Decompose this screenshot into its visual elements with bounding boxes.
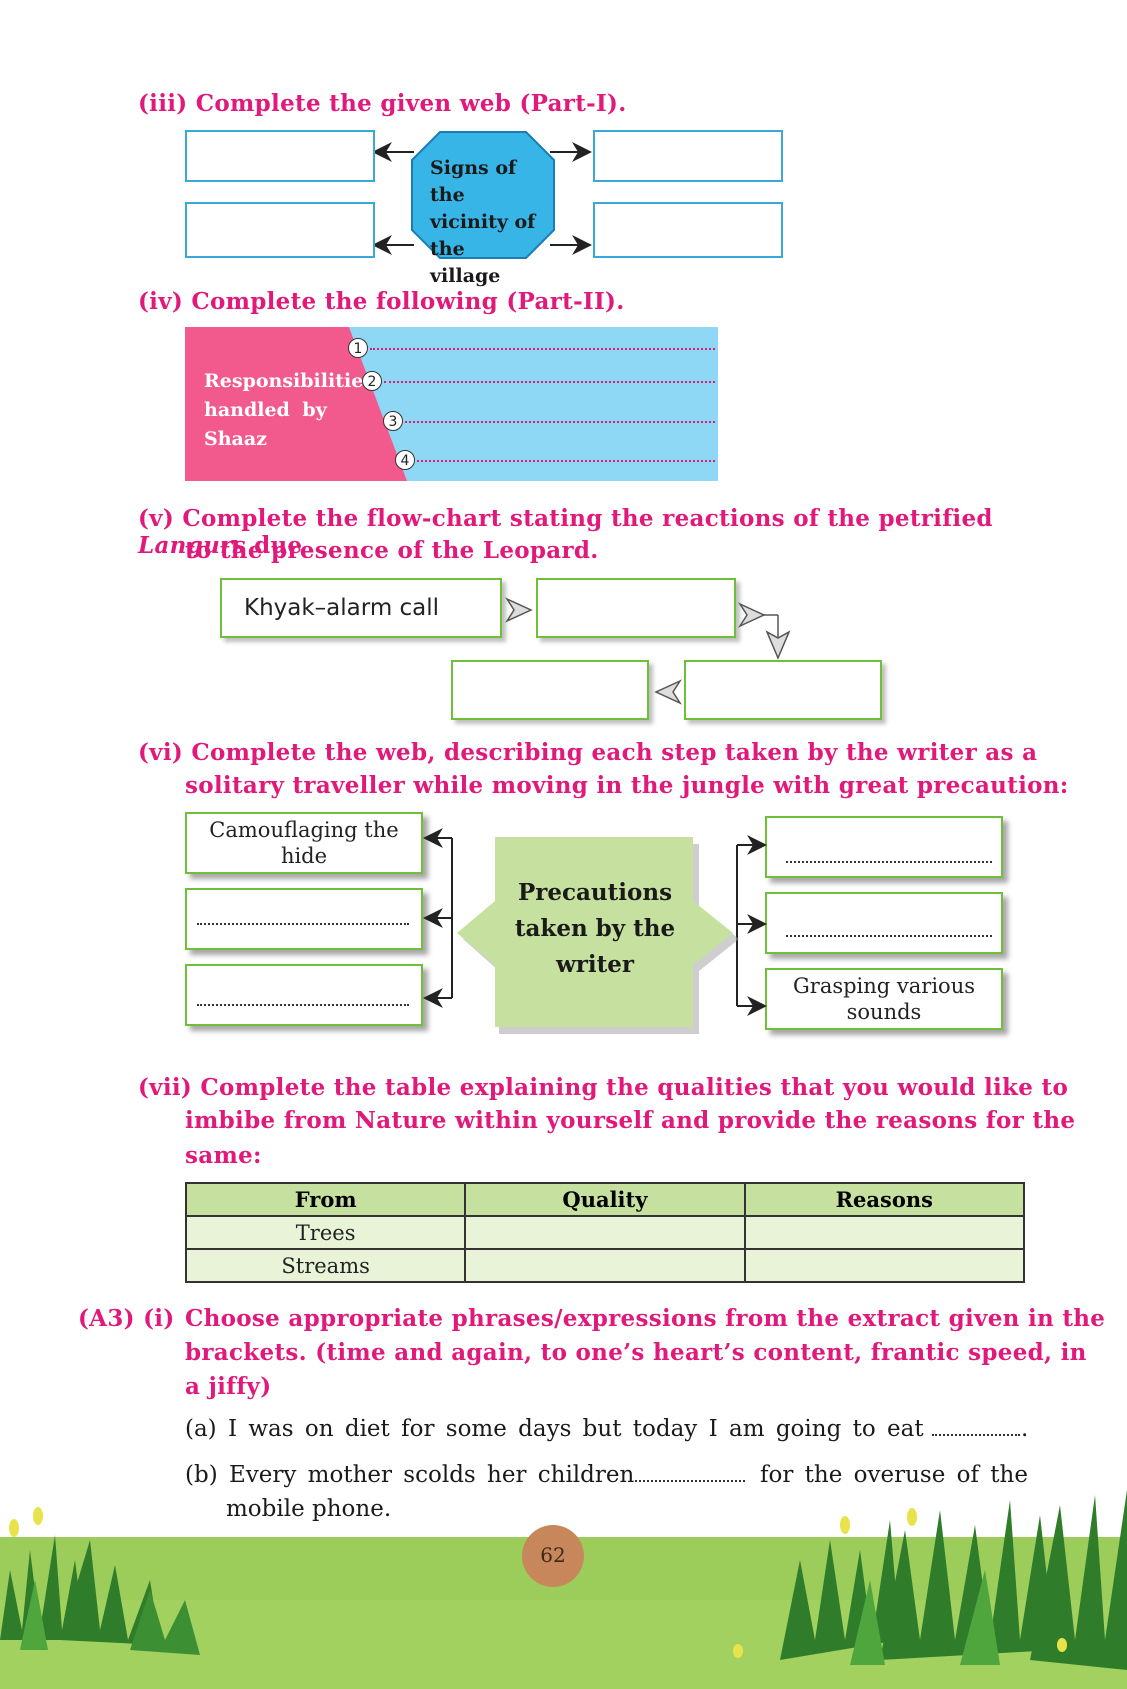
a3-line-2: brackets. (time and again, to one’s hear… (185, 1339, 1087, 1366)
table-row: Streams (184, 1248, 1026, 1283)
q4-line-1[interactable] (370, 348, 715, 350)
q7-row-reasons-cell[interactable] (743, 1215, 1026, 1250)
q6-left-box-3[interactable] (185, 964, 423, 1026)
q6-right-box-3: Grasping various sounds (765, 968, 1003, 1030)
q7-heading-line1: (vii) Complete the table explaining the … (138, 1074, 1069, 1101)
q5-heading-due: due (254, 532, 303, 559)
a3-item-b-blank[interactable] (635, 1480, 745, 1482)
page-number: 62 (540, 1543, 566, 1567)
a3-item-b-line2: mobile phone. (226, 1496, 392, 1522)
q6-right-line-1 (786, 861, 992, 863)
a3-item-a-blank[interactable] (932, 1434, 1020, 1436)
q5-heading-text: (v) Complete the flow-chart stating the … (138, 505, 993, 532)
q4-number-4: 4 (395, 450, 415, 470)
a3-label: (A3) (i) (78, 1305, 175, 1332)
a3-item-b: (b) Every mother scolds her children (185, 1462, 635, 1488)
q7-row-quality-cell[interactable] (464, 1248, 746, 1283)
q4-label: Responsibilities handled by Shaaz (204, 370, 374, 450)
a3-item-a: (a) I was on diet for some days but toda… (185, 1416, 924, 1442)
q4-panel (185, 327, 718, 481)
q6-connectors (423, 828, 767, 1016)
q3-heading: (iii) Complete the given web (Part-I). (138, 90, 627, 117)
q5-arrow-right-icon (505, 597, 533, 623)
q4-heading: (iv) Complete the following (Part-II). (138, 288, 625, 315)
q4-line-2[interactable] (384, 381, 715, 383)
q6-left-line-3 (197, 1004, 409, 1006)
q6-right-line-2 (786, 935, 992, 937)
a3-line-3: a jiffy) (185, 1373, 272, 1400)
q5-arrow-left-icon (654, 679, 682, 705)
q6-left-line-2 (197, 923, 409, 925)
q6-heading-line2: solitary traveller while moving in the j… (185, 772, 1069, 799)
q5-heading-line2: to the presence of the Leopard. (185, 537, 599, 564)
q7-row-quality-cell[interactable] (464, 1215, 746, 1250)
q3-answer-box-1[interactable] (185, 130, 375, 182)
q7-heading-line2: imbibe from Nature within yourself and p… (185, 1107, 1076, 1134)
q4-line-3[interactable] (405, 421, 715, 423)
q6-right-box-1[interactable] (765, 816, 1003, 878)
q7-heading-line3: same: (185, 1142, 262, 1169)
q4-line-4[interactable] (417, 460, 715, 462)
a3-item-a-end: . (1021, 1416, 1029, 1442)
q6-center-shape (457, 837, 739, 1034)
q7-header-reasons: Reasons (743, 1182, 1026, 1217)
q5-heading-italic: Langurs (138, 532, 246, 559)
q6-heading-line1: (vi) Complete the web, describing each s… (138, 739, 1038, 766)
q3-answer-box-3[interactable] (593, 130, 783, 182)
q3-center-label: Signs of the vicinity of the village (430, 157, 536, 287)
q4-number-2: 2 (362, 371, 382, 391)
q6-right-box-2[interactable] (765, 892, 1003, 954)
q3-answer-box-4[interactable] (593, 202, 783, 258)
q5-box-1: Khyak–alarm call (220, 578, 502, 638)
q5-heading-line1: (v) Complete the flow-chart stating the … (138, 505, 1026, 559)
q5-box-2[interactable] (536, 578, 736, 638)
q3-answer-box-2[interactable] (185, 202, 375, 258)
q3-arrows (372, 142, 592, 255)
a3-item-b-after: for the overuse of the (760, 1462, 1028, 1488)
q7-table-header: From Quality Reasons (184, 1182, 1026, 1217)
q7-header-quality: Quality (464, 1182, 746, 1217)
q6-center-label: Precautions taken by the writer (514, 879, 676, 978)
q7-header-from: From (184, 1182, 467, 1217)
q7-row-reasons-cell[interactable] (743, 1248, 1026, 1283)
q7-table: From Quality Reasons Trees Streams (184, 1182, 1026, 1283)
q5-box-3[interactable] (684, 660, 882, 720)
q7-row-from: Streams (184, 1248, 467, 1283)
q3-center-octagon (411, 131, 555, 259)
q7-row-from: Trees (184, 1215, 467, 1250)
grass-footer (0, 1490, 1127, 1689)
q4-number-1: 1 (348, 338, 368, 358)
q6-left-box-2[interactable] (185, 888, 423, 950)
q6-left-box-1: Camouflaging the hide (185, 812, 423, 874)
q4-number-3: 3 (383, 411, 403, 431)
q5-arrow-corner-icon (738, 602, 791, 660)
q5-box-4[interactable] (451, 660, 649, 720)
a3-line-1: Choose appropriate phrases/expressions f… (185, 1305, 1106, 1332)
table-row: Trees (184, 1215, 1026, 1250)
